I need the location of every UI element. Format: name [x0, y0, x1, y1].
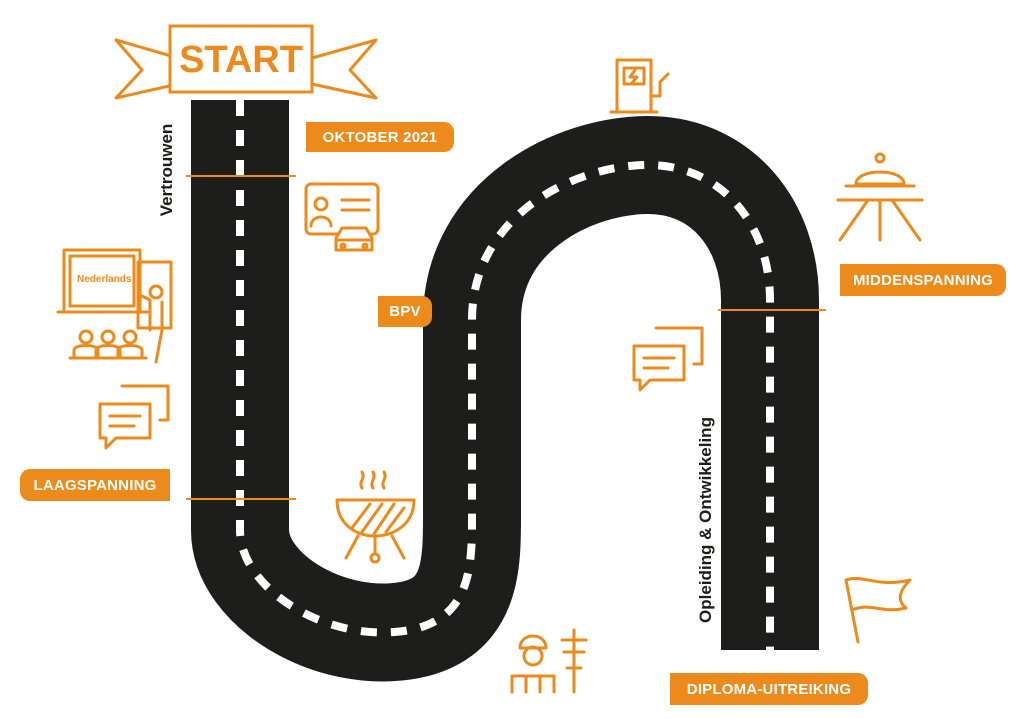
road — [186, 100, 826, 682]
bbq-icon — [335, 470, 416, 564]
milestone-laagspanning-label: LAAGSPANNING — [33, 476, 157, 494]
milestone-oktober-label: OKTOBER 2021 — [322, 128, 438, 146]
milestone-bpv-label: BPV — [389, 303, 421, 320]
banner-right-tail — [310, 38, 378, 100]
finish-flag-icon — [844, 577, 912, 644]
road-center-dashes — [236, 100, 774, 650]
start-banner: START — [114, 24, 378, 100]
medium-voltage-icon — [836, 152, 924, 242]
classroom-icon: Nederlands — [56, 248, 173, 364]
milestone-bpv: BPV — [378, 296, 432, 327]
milestone-diploma-label: DIPLOMA-UITREIKING — [686, 680, 852, 698]
milestone-middenspanning-label: MIDDENSPANNING — [852, 271, 994, 289]
electrician-icon — [510, 628, 588, 694]
milestone-diploma-uitreiking: DIPLOMA-UITREIKING — [670, 673, 868, 705]
chat-bubbles-icon — [632, 326, 704, 392]
chat-bubbles-icon — [98, 384, 170, 450]
milestone-middenspanning: MIDDENSPANNING — [840, 264, 1006, 296]
phase-commitment: Commitment — [425, 347, 444, 451]
phase-opleiding-ontwikkeling: Opleiding & Ontwikkeling — [696, 417, 715, 623]
milestone-oktober-2021: OKTOBER 2021 — [306, 122, 454, 152]
charging-station-icon — [609, 58, 670, 114]
start-label: START — [179, 39, 303, 81]
milestone-laagspanning: LAAGSPANNING — [20, 469, 170, 501]
phase-vertrouwen: Vertrouwen — [157, 123, 176, 217]
banner-body — [168, 24, 314, 94]
classroom-board-text: Nederlands — [77, 274, 132, 285]
id-card-car-icon — [304, 182, 380, 252]
